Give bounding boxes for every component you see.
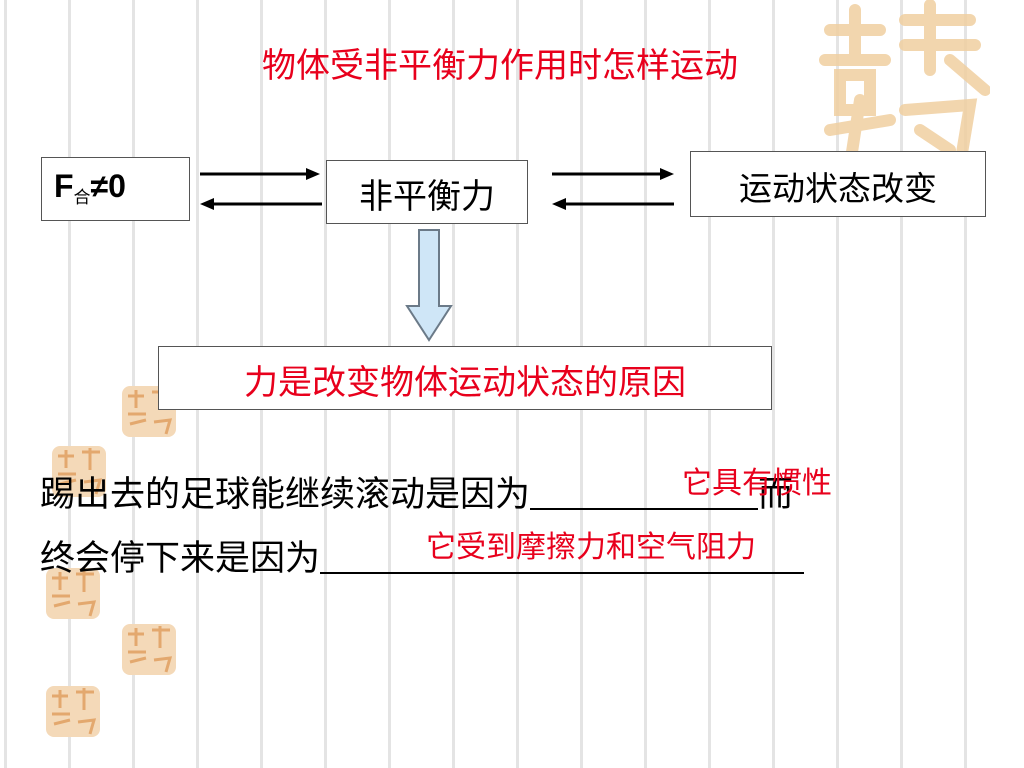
conclusion-box: 力是改变物体运动状态的原因 xyxy=(158,346,772,410)
seal-watermark-small-2 xyxy=(52,446,106,497)
question-text-1: 踢出去的足球能继续滚动是因为 xyxy=(40,475,531,515)
seal-watermark-small-5 xyxy=(46,686,100,737)
seal-watermark-large xyxy=(819,0,990,170)
down-block-arrow xyxy=(405,229,453,342)
motion-change-label: 运动状态改变 xyxy=(739,169,937,208)
force-subscript: 合 xyxy=(73,188,91,208)
seal-watermark-small-4 xyxy=(122,624,176,675)
answer-blank-2[interactable] xyxy=(320,538,805,574)
question-text-1-end: 而 xyxy=(758,475,794,515)
conclusion-label: 力是改变物体运动状态的原因 xyxy=(244,363,686,403)
answer-blank-1[interactable] xyxy=(530,474,759,510)
net-force-label: F合≠0 xyxy=(54,168,126,208)
motion-change-box: 运动状态改变 xyxy=(690,151,986,217)
answer-2: 它受到摩擦力和空气阻力 xyxy=(426,530,756,565)
slide-title: 物体受非平衡力作用时怎样运动 xyxy=(262,46,738,86)
question-line-2: 终会停下来是因为 xyxy=(40,530,805,581)
seal-watermark-small-3 xyxy=(46,568,100,619)
double-arrow-right xyxy=(552,168,674,210)
force-relation: ≠0 xyxy=(90,168,126,204)
force-symbol: F xyxy=(54,168,74,204)
net-force-box: F合≠0 xyxy=(41,157,190,221)
question-text-2: 终会停下来是因为 xyxy=(40,539,321,579)
answer-1: 它具有惯性 xyxy=(682,466,832,501)
unbalanced-force-box: 非平衡力 xyxy=(326,160,528,224)
question-line-1: 踢出去的足球能继续滚动是因为 而 xyxy=(40,466,793,517)
double-arrow-left xyxy=(200,168,322,210)
unbalanced-force-label: 非平衡力 xyxy=(359,177,495,217)
